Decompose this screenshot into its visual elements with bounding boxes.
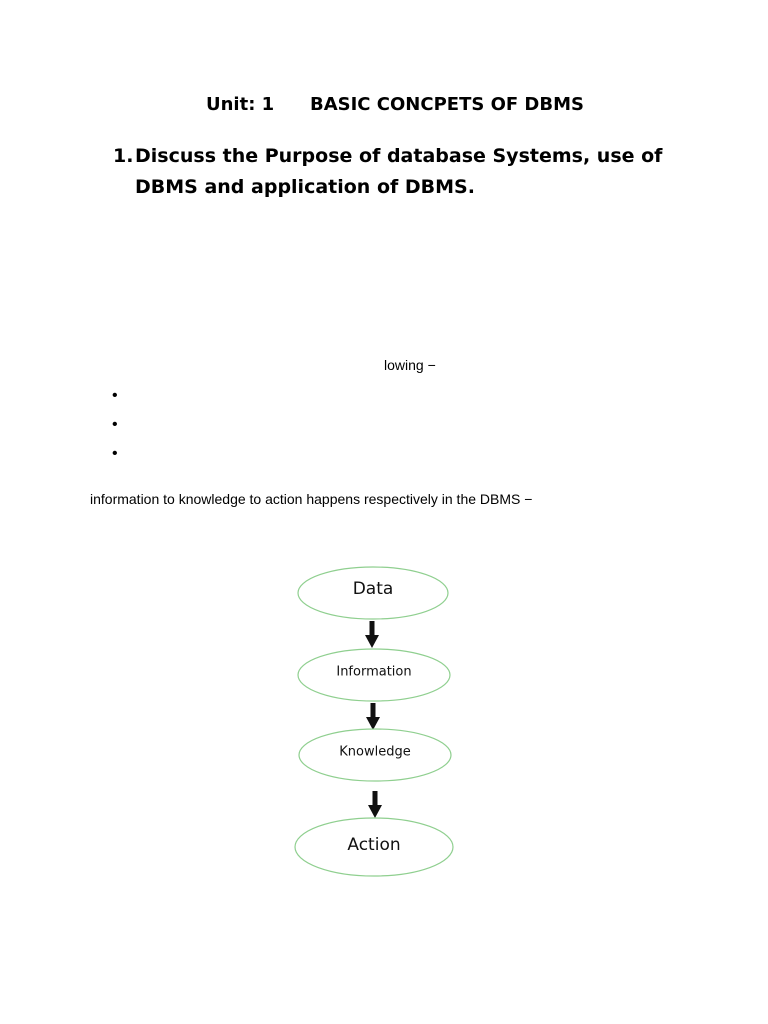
intro-sentence: information to knowledge to action happe… [90, 491, 533, 507]
bullet-item: • [112, 445, 118, 462]
flow-arrow [368, 791, 382, 818]
question-1: 1. Discuss the Purpose of database Syste… [113, 141, 673, 203]
question-number: 1. [113, 145, 134, 167]
question-text: Discuss the Purpose of database Systems,… [135, 145, 663, 198]
lowing-text: lowing − [384, 357, 436, 373]
flow-arrow [365, 621, 379, 648]
unit-title: BASIC CONCPETS OF DBMS [310, 94, 584, 115]
bullet-item: • [112, 416, 118, 433]
flow-arrow [366, 703, 380, 730]
flow-diagram-svg: Data Information Knowledge Ac [294, 566, 454, 877]
unit-number: Unit: 1 [206, 94, 275, 115]
flow-diagram: Data Information Knowledge Ac [280, 555, 470, 895]
unit-heading: Unit: 1 BASIC CONCPETS OF DBMS [206, 94, 584, 115]
flow-node-label: Knowledge [339, 745, 410, 760]
flow-node-label: Data [353, 579, 394, 599]
flow-node-action: Action [294, 817, 454, 877]
flow-node-information: Information [297, 648, 451, 702]
flow-node-data: Data [297, 566, 449, 620]
flow-node-knowledge: Knowledge [298, 728, 452, 782]
flow-node-label: Action [347, 835, 400, 855]
bullet-item: • [112, 387, 118, 404]
flow-node-label: Information [336, 665, 411, 680]
